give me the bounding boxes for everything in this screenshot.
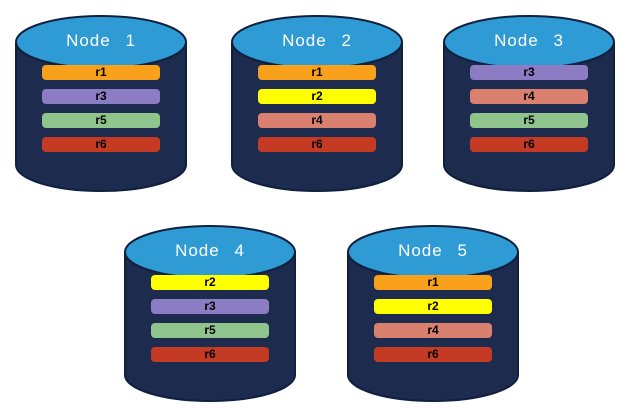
database-node-2: Node 2 r1 r2 r4 r6 xyxy=(229,13,405,193)
replica-bar: r4 xyxy=(258,113,376,128)
replica-bar: r5 xyxy=(151,323,269,338)
replica-bar: r2 xyxy=(374,299,492,314)
replica-bar: r6 xyxy=(374,347,492,362)
node-title: Node 5 xyxy=(398,241,468,260)
replica-bar: r5 xyxy=(470,113,588,128)
database-node-5: Node 5 r1 r2 r4 r6 xyxy=(345,223,521,403)
replica-bar: r4 xyxy=(470,89,588,104)
replica-bar: r3 xyxy=(151,299,269,314)
database-node-3: Node 3 r3 r4 r5 r6 xyxy=(441,13,617,193)
replica-bar: r6 xyxy=(151,347,269,362)
replica-list: r3 r4 r5 r6 xyxy=(470,65,588,161)
replica-list: r1 r2 r4 r6 xyxy=(374,275,492,371)
replica-bar: r1 xyxy=(258,65,376,80)
replica-bar: r2 xyxy=(151,275,269,290)
database-node-4: Node 4 r2 r3 r5 r6 xyxy=(122,223,298,403)
replica-bar: r3 xyxy=(42,89,160,104)
node-title: Node 1 xyxy=(66,31,136,50)
node-title: Node 3 xyxy=(494,31,564,50)
replica-list: r1 r3 r5 r6 xyxy=(42,65,160,161)
replica-bar: r2 xyxy=(258,89,376,104)
node-title: Node 2 xyxy=(282,31,352,50)
replica-list: r1 r2 r4 r6 xyxy=(258,65,376,161)
database-node-1: Node 1 r1 r3 r5 r6 xyxy=(13,13,189,193)
replica-bar: r4 xyxy=(374,323,492,338)
replica-bar: r1 xyxy=(42,65,160,80)
node-title: Node 4 xyxy=(175,241,245,260)
replica-bar: r6 xyxy=(470,137,588,152)
replica-bar: r6 xyxy=(258,137,376,152)
replica-bar: r5 xyxy=(42,113,160,128)
replica-list: r2 r3 r5 r6 xyxy=(151,275,269,371)
replica-bar: r1 xyxy=(374,275,492,290)
replica-bar: r3 xyxy=(470,65,588,80)
replica-bar: r6 xyxy=(42,137,160,152)
